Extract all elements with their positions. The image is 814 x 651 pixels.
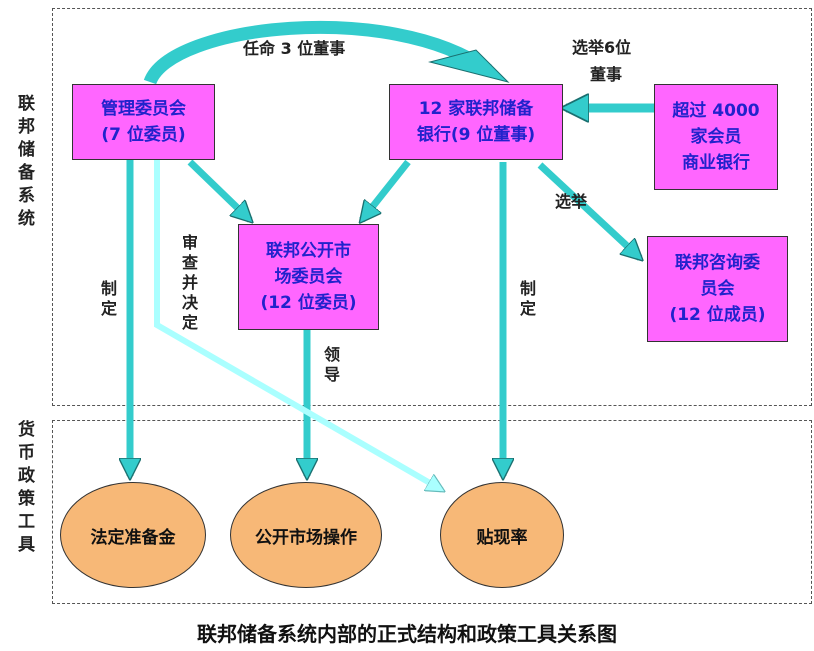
- appoint-arrow: [143, 20, 492, 85]
- fomc-line-3: (12 位委员): [260, 293, 357, 313]
- advisory-line-1: 联邦咨询委: [675, 253, 760, 273]
- members-line-1: 超过 4000: [672, 101, 760, 121]
- review-label: 审查并决定: [179, 234, 198, 334]
- advisory-council-box: 联邦咨询委 员会 (12 位成员): [647, 236, 788, 342]
- elect-label: 选举: [555, 192, 588, 211]
- lead-label: 领导: [321, 346, 340, 386]
- review-arrow: [154, 160, 442, 493]
- fomc-line-2: 场委员会: [274, 267, 343, 287]
- board-line-2: (7 位委员): [101, 125, 186, 145]
- fomc-box: 联邦公开市 场委员会 (12 位委员): [238, 224, 379, 330]
- federal-reserve-label: 联邦储备系统: [14, 94, 34, 232]
- appoint-label: 任命 3 位董事: [243, 39, 346, 58]
- board-line-1: 管理委员会: [101, 99, 186, 119]
- board-of-governors-box: 管理委员会 (7 位委员): [72, 84, 215, 160]
- members-line-3: 商业银行: [682, 153, 750, 173]
- advisory-line-3: (12 位成员): [669, 305, 766, 325]
- member-banks-box: 超过 4000 家会员 商业银行: [654, 84, 778, 190]
- elect-arrow: [537, 162, 640, 258]
- banks-line-2: 银行(9 位董事): [416, 125, 536, 145]
- discount-rate-oval: 贴现率: [440, 482, 564, 588]
- open-market-oval: 公开市场操作: [230, 482, 382, 588]
- set-right-label: 制定: [517, 280, 536, 320]
- elect6-label-line2: 董事: [590, 65, 623, 84]
- policy-tools-region: [52, 420, 812, 604]
- fomc-line-1: 联邦公开市: [266, 241, 351, 261]
- federal-reserve-region: [52, 8, 812, 406]
- advisory-line-2: 员会: [700, 279, 735, 299]
- banks-fomc-arrow: [362, 159, 411, 220]
- appoint-arrowhead: [428, 49, 510, 83]
- reserve-requirement-oval: 法定准备金: [60, 482, 206, 588]
- set-left-label: 制定: [98, 280, 117, 320]
- reserve-banks-box: 12 家联邦储备 银行(9 位董事): [389, 84, 563, 160]
- banks-line-1: 12 家联邦储备: [418, 99, 534, 119]
- policy-tools-label: 货币政策工具: [14, 420, 34, 558]
- members-line-2: 家会员: [690, 127, 742, 147]
- elect6-label-line1: 选举6位: [572, 38, 632, 57]
- board-fomc-arrow: [187, 159, 250, 220]
- diagram-caption: 联邦储备系统内部的正式结构和政策工具关系图: [197, 622, 617, 646]
